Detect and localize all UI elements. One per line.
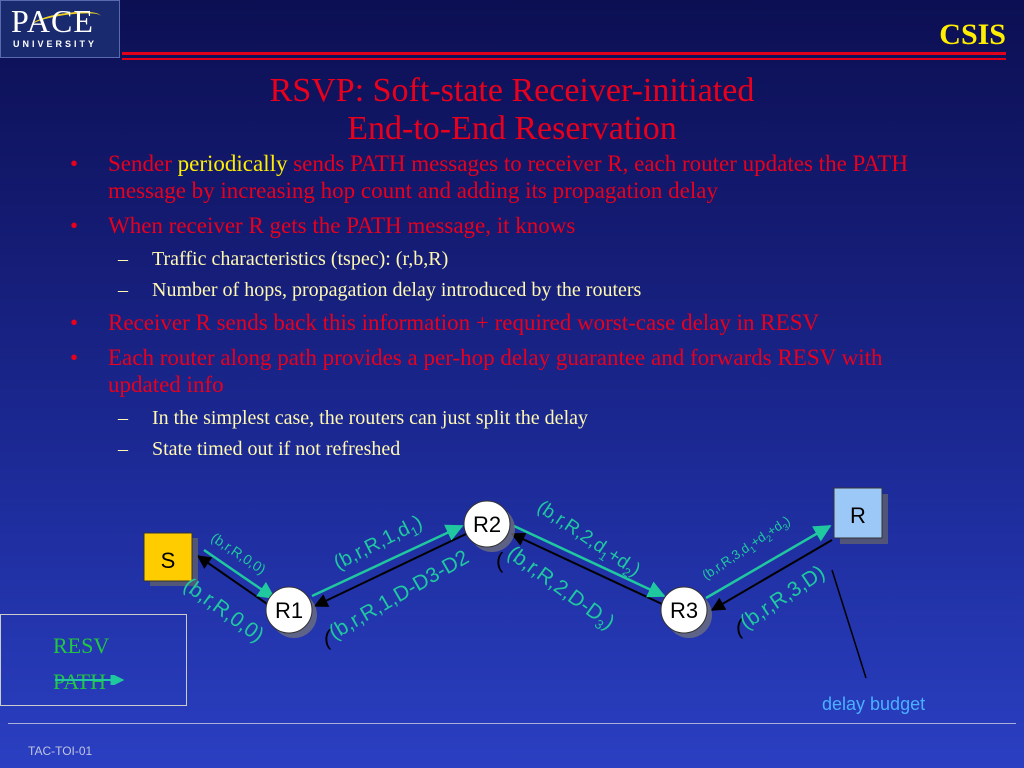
logo-text: PACE [11,3,94,39]
resv-arrow-r-r3 [710,539,833,611]
router-node-r2: R2 [463,500,515,552]
legend-box: RESV PATH [0,614,187,706]
sub-bullet-text: State timed out if not refreshed [152,438,401,460]
bullet-item: • When receiver R gets the PATH message,… [70,212,950,239]
sub-bullet-item: – In the simplest case, the routers can … [70,406,950,430]
path-label-r1-r2: (b,r,R,1,d1) [330,511,427,577]
path-arrow-s-r1 [203,548,276,600]
delay-budget-label: delay budget [822,694,925,714]
bullet-text-pre: Sender [108,151,178,176]
sub-bullet-text: In the simplest case, the routers can ju… [152,407,588,429]
router-r3-label: R3 [670,598,698,623]
sub-bullet-dash: – [118,248,128,270]
bullet-text: Receiver R sends back this information +… [108,310,820,335]
footer-rule [8,723,1016,724]
router-r1-label: R1 [275,598,303,623]
resv-label-r-r3-open: ( [736,614,744,639]
delay-budget-pointer [831,569,867,679]
pace-university-logo: PACE UNIVERSITY [0,0,120,58]
bullet-list: • Sender periodically sends PATH message… [70,150,950,468]
sub-bullet-dash: – [118,438,128,460]
resv-arrow-r3-r2 [510,532,663,605]
router-node-r3: R3 [660,586,712,638]
bullet-text-highlight: periodically [177,151,288,176]
logo-subtext: UNIVERSITY [13,39,98,49]
resv-label-r3-r2-open: ( [496,548,504,573]
router-node-r1: R1 [265,586,317,638]
bullet-item: • Receiver R sends back this information… [70,309,950,336]
bullet-dot: • [70,151,79,176]
header-rule-top [122,52,1006,55]
sub-bullet-text: Number of hops, propagation delay introd… [152,279,642,301]
receiver-label: R [850,503,866,528]
receiver-node: R [833,487,888,544]
bullet-dot: • [70,213,79,238]
legend-path-label: PATH [53,669,106,694]
legend-resv-label: RESV [53,633,110,658]
sub-bullet-text: Traffic characteristics (tspec): (r,b,R) [152,248,449,270]
slide-title-line-2: End-to-End Reservation [347,110,677,147]
path-arrow-r3-r [705,524,832,600]
sub-bullet-dash: – [118,279,128,301]
sender-node: S [143,532,198,586]
path-arrows [203,524,832,600]
slide-title-line-1: RSVP: Soft-state Receiver-initiated [269,72,755,109]
bullet-text: Each router along path provides a per-ho… [108,345,883,397]
resv-arrows [196,532,833,611]
resv-label-r2-r1-open: ( [324,625,332,650]
resv-arrow-r2-r1 [313,533,467,607]
department-label: CSIS [939,18,1006,51]
bullet-text-post: sends PATH messages to receiver R, each … [108,151,908,203]
slide-title: RSVP: Soft-state Receiver-initiated End-… [0,72,1024,148]
bullet-item: • Sender periodically sends PATH message… [70,150,950,204]
sub-bullet-dash: – [118,407,128,429]
sub-bullet-item: – State timed out if not refreshed [70,437,950,461]
bullet-text: When receiver R gets the PATH message, i… [108,213,576,238]
path-arrow-r1-r2 [311,524,464,598]
sub-bullet-item: – Traffic characteristics (tspec): (r,b,… [70,247,950,271]
bullet-dot: • [70,310,79,335]
router-r2-label: R2 [473,512,501,537]
bullet-dot: • [70,345,79,370]
header-rule-bottom [122,58,1006,60]
path-arrow-r2-r3 [513,524,666,598]
footer-text: TAC-TOI-01 [28,744,93,758]
sender-label: S [161,548,176,573]
bullet-item: • Each router along path provides a per-… [70,344,950,398]
sub-bullet-item: – Number of hops, propagation delay intr… [70,278,950,302]
legend-path-arrow [55,675,125,685]
